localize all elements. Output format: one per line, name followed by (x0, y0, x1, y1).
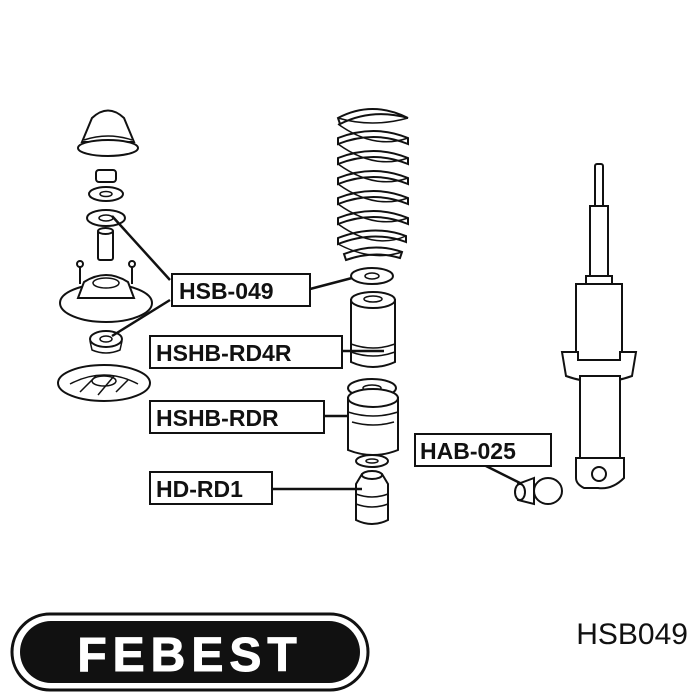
washer (88, 186, 124, 202)
sleeve (97, 227, 114, 261)
bump-stop-housing (347, 388, 399, 456)
label-hsb-049: HSB-049 (171, 273, 311, 307)
hab-025-bushing (514, 476, 563, 506)
febest-logo-text: FEBEST (77, 629, 302, 682)
nut (95, 169, 117, 183)
dust-boot (350, 291, 396, 368)
shock-absorber (560, 163, 638, 490)
coil-spring (336, 108, 409, 262)
label-hd-rd1: HD-RD1 (149, 471, 273, 505)
label-hd-rd1-text: HD-RD1 (156, 476, 243, 502)
bump-stop-small-washer (355, 454, 389, 468)
label-hshb-rdr-text: HSHB-RDR (156, 405, 279, 431)
part-number: HSB049 (576, 618, 688, 651)
label-hsb-049-text: HSB-049 (179, 278, 274, 304)
leader-lines (111, 215, 523, 491)
spring-seat (57, 364, 151, 402)
label-hshb-rd4r-text: HSHB-RD4R (156, 340, 292, 366)
lower-bushing (89, 330, 123, 354)
dust-cap (77, 109, 139, 157)
hsb-049-bushing-middle (350, 267, 394, 285)
strut-mount (59, 260, 153, 323)
label-hshb-rdr: HSHB-RDR (149, 400, 325, 434)
label-hab-025: HAB-025 (414, 433, 552, 467)
label-hshb-rd4r: HSHB-RD4R (149, 335, 343, 369)
label-hab-025-text: HAB-025 (420, 438, 516, 464)
febest-logo: FEBEST (10, 612, 370, 692)
bump-stop (355, 470, 389, 525)
upper-bushing (86, 209, 126, 227)
